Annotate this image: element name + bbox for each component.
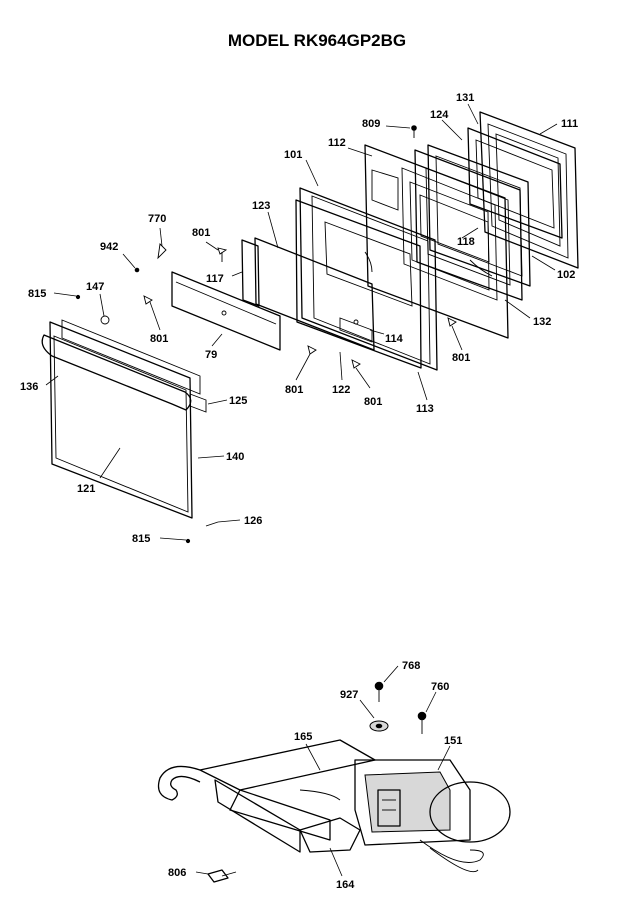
label-122: 122 [332, 384, 350, 396]
spacer-942 [134, 267, 140, 273]
model-title: MODEL RK964GP2BG [228, 31, 406, 50]
label-770: 770 [148, 213, 166, 225]
label-801-b: 801 [150, 333, 168, 345]
part-136-door-handle [41, 319, 201, 411]
part-123-insulation [254, 237, 375, 351]
screw-801-b [143, 295, 153, 305]
label-125: 125 [229, 395, 247, 407]
label-801-a: 801 [192, 227, 210, 239]
screw-801-e [351, 359, 361, 369]
part-117-hinge-bracket [241, 239, 260, 307]
label-102: 102 [557, 269, 575, 281]
part-165-latch-arm [157, 739, 376, 853]
screw-768 [374, 681, 384, 702]
screw-760 [417, 711, 427, 734]
label-809: 809 [362, 118, 380, 130]
clip-770 [157, 243, 167, 260]
label-815-a: 815 [28, 288, 46, 300]
part-113-door-outer [295, 199, 422, 369]
label-118: 118 [457, 236, 475, 248]
part-101-door-panel [299, 187, 438, 371]
label-79: 79 [205, 349, 217, 361]
label-801-d: 801 [452, 352, 470, 364]
screw-801-c [307, 345, 317, 355]
label-815-b: 815 [132, 533, 150, 545]
leader-lines-door [45, 103, 558, 541]
label-165: 165 [294, 731, 312, 743]
washer-927 [369, 720, 389, 732]
part-114-bracket [339, 317, 373, 343]
label-101: 101 [284, 149, 302, 161]
part-118-window-glass [419, 194, 490, 263]
label-123: 123 [252, 200, 270, 212]
part-number-labels: 111 131 124 809 112 101 118 102 132 801 … [20, 92, 578, 891]
label-806: 806 [168, 867, 186, 879]
label-801-e: 801 [364, 396, 382, 408]
label-801-c: 801 [285, 384, 303, 396]
pin-126 [205, 521, 219, 527]
part-164-bracket [299, 817, 361, 853]
label-927: 927 [340, 689, 358, 701]
part-121-door-front [49, 321, 193, 519]
screw-806 [207, 869, 237, 883]
label-768: 768 [402, 660, 420, 672]
label-111: 111 [561, 118, 578, 130]
screw-815-a [75, 294, 81, 300]
part-112-inner-liner [364, 144, 509, 339]
label-136: 136 [20, 381, 38, 393]
label-117: 117 [206, 273, 224, 285]
label-942: 942 [100, 241, 118, 253]
label-140: 140 [226, 451, 244, 463]
label-114: 114 [385, 333, 404, 345]
spacer-147 [100, 315, 110, 325]
label-113: 113 [416, 403, 434, 415]
part-79-channel [171, 271, 281, 351]
part-124-retainer [427, 144, 531, 287]
label-112: 112 [328, 137, 346, 149]
screw-801-d [447, 317, 457, 327]
label-131: 131 [456, 92, 474, 104]
label-132: 132 [533, 316, 551, 328]
label-164: 164 [336, 879, 355, 891]
screw-809 [411, 125, 417, 138]
part-151-motor-assembly [354, 759, 511, 873]
part-125-trim [189, 393, 207, 413]
screw-815-b [185, 538, 191, 544]
label-126: 126 [244, 515, 262, 527]
label-760: 760 [431, 681, 449, 693]
label-151: 151 [444, 735, 462, 747]
label-121: 121 [77, 483, 95, 495]
label-147: 147 [86, 281, 104, 293]
part-131-gasket [467, 127, 563, 239]
screw-801-a [217, 247, 228, 262]
leader-lines-latch [195, 665, 451, 877]
label-124: 124 [430, 109, 449, 121]
